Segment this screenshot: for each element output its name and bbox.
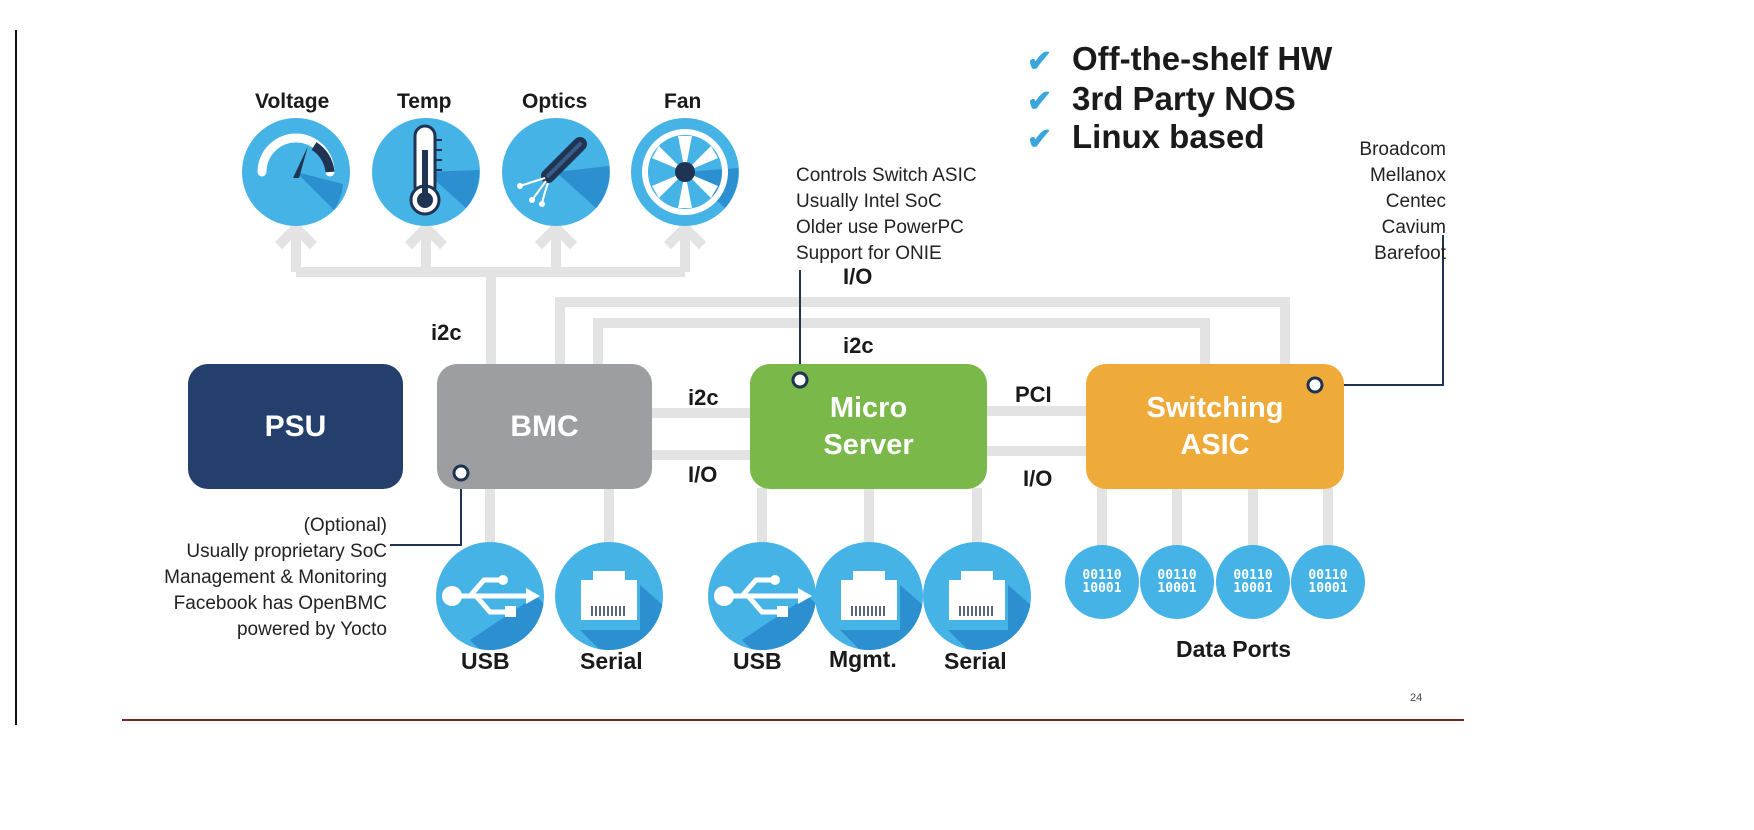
bmc-block: BMC <box>437 364 652 489</box>
check-icon: ✔ <box>1027 45 1053 78</box>
micro-server-block: Micro Server <box>750 364 987 489</box>
micro-asic-pci-label: PCI <box>1015 382 1052 407</box>
psu-block: PSU <box>188 364 403 489</box>
data-port-binary: 00110 10001 <box>1298 569 1358 595</box>
data-port-icon <box>1065 545 1139 619</box>
switching-asic-block: Switching ASIC <box>1086 364 1344 489</box>
bmc-micro-io-label: I/O <box>688 462 718 487</box>
micro-asic-io-label: I/O <box>1023 466 1053 491</box>
binary-line: 10001 <box>1157 581 1197 596</box>
vendor-line: Cavium <box>1381 217 1446 238</box>
data-port-binary: 00110 10001 <box>1223 569 1283 595</box>
binary-line: 10001 <box>1233 581 1273 596</box>
data-port-icon <box>1216 545 1290 619</box>
vendor-line: Mellanox <box>1369 165 1446 186</box>
arrowhead-fan <box>663 220 707 250</box>
bmc-callout-line <box>390 475 462 546</box>
fiber-optic-icon <box>502 118 610 226</box>
bmc-label: BMC <box>510 409 579 443</box>
psu-label: PSU <box>264 409 327 443</box>
micro-mgmt-label: Mgmt. <box>829 646 897 672</box>
serial-port-icon <box>555 542 663 650</box>
micro-callout-dot <box>791 371 809 389</box>
sensor-label-voltage: Voltage <box>255 90 330 113</box>
data-port-icon <box>1291 545 1365 619</box>
note-line: Controls Switch ASIC <box>796 165 977 186</box>
thermometer-icon <box>372 118 480 226</box>
checklist-item: Linux based <box>1072 118 1265 155</box>
data-ports-label: Data Ports <box>1176 636 1292 662</box>
check-icon: ✔ <box>1027 123 1053 156</box>
check-icon: ✔ <box>1027 85 1053 118</box>
binary-line: 00110 <box>1082 568 1122 583</box>
bmc-serial-label: Serial <box>580 648 643 674</box>
binary-line: 00110 <box>1233 568 1273 583</box>
sensor-label-temp: Temp <box>397 90 452 113</box>
vendor-line: Barefoot <box>1374 243 1446 264</box>
micro-serial-label: Serial <box>944 648 1007 674</box>
usb-icon <box>436 542 544 650</box>
arrowhead-temp <box>404 220 448 250</box>
top-i2c-line <box>593 318 1210 368</box>
left-edge-bar <box>15 30 17 725</box>
vendor-line: Broadcom <box>1359 139 1446 160</box>
data-port-binary: 00110 10001 <box>1147 569 1207 595</box>
asic-callout-line <box>1325 235 1444 386</box>
note-line: Facebook has OpenBMC <box>173 593 387 614</box>
i2c-top-label: i2c <box>843 333 874 358</box>
data-port-binary: 00110 10001 <box>1072 569 1132 595</box>
micro-server-label-line2: Server <box>823 428 914 461</box>
footer-rule <box>122 719 1464 721</box>
micro-server-note: Controls Switch ASIC Usually Intel SoC O… <box>796 163 977 267</box>
page-number: 24 <box>1410 692 1423 704</box>
bmc-micro-i2c-label: i2c <box>688 385 719 410</box>
asic-label-line1: Switching <box>1146 391 1284 424</box>
arrowhead-optics <box>534 220 578 250</box>
binary-line: 00110 <box>1308 568 1348 583</box>
sensor-label-fan: Fan <box>664 90 702 113</box>
checklist-item: 3rd Party NOS <box>1072 80 1296 117</box>
i2c-sensor-label: i2c <box>431 320 462 345</box>
vendor-line: Centec <box>1385 191 1446 212</box>
bmc-usb-label: USB <box>461 648 510 674</box>
io-top-label: I/O <box>843 264 873 289</box>
arrowhead-voltage <box>274 220 318 250</box>
micro-usb-label: USB <box>733 648 782 674</box>
note-line: Management & Monitoring <box>164 567 387 588</box>
micro-server-label-line1: Micro <box>829 391 908 424</box>
binary-line: 10001 <box>1308 581 1348 596</box>
note-line: Older use PowerPC <box>796 217 964 238</box>
note-line: Support for ONIE <box>796 243 942 264</box>
binary-line: 00110 <box>1157 568 1197 583</box>
serial-port-icon <box>923 542 1031 650</box>
bmc-note: (Optional) Usually proprietary SoC Manag… <box>164 513 387 643</box>
asic-label-line2: ASIC <box>1180 428 1250 461</box>
note-line: (Optional) <box>303 515 387 536</box>
sensor-label-optics: Optics <box>522 90 588 113</box>
usb-icon <box>708 542 816 650</box>
asic-callout-dot <box>1306 376 1324 394</box>
top-io-line <box>555 297 1290 368</box>
note-line: Usually Intel SoC <box>796 191 942 212</box>
note-line: powered by Yocto <box>236 619 387 640</box>
gauge-icon <box>242 118 350 226</box>
checklist-item: Off-the-shelf HW <box>1072 40 1333 77</box>
note-line: Usually proprietary SoC <box>186 541 387 562</box>
data-port-icon <box>1140 545 1214 619</box>
ethernet-port-icon <box>815 542 923 650</box>
binary-line: 10001 <box>1082 581 1122 596</box>
asic-vendor-note: Broadcom Mellanox Centec Cavium Barefoot <box>1359 137 1446 267</box>
bmc-callout-dot <box>452 464 470 482</box>
fan-icon <box>631 118 739 226</box>
